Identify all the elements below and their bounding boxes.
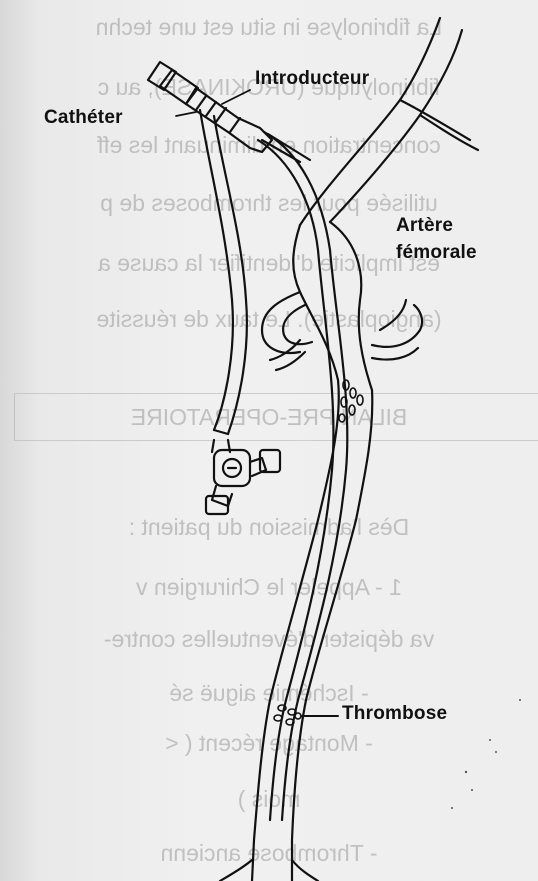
introducer-ridge — [216, 108, 226, 122]
artery-left-loop-2 — [283, 305, 312, 344]
artery-branch-right-2 — [372, 348, 418, 360]
label-femorale: fémorale — [396, 242, 477, 264]
side-tube-a — [200, 110, 233, 430]
introducer-ridge — [206, 102, 216, 116]
stopcock-arm-right — [250, 458, 266, 476]
artery-branch-right-3 — [380, 300, 406, 330]
label-introducteur: Introducteur — [255, 68, 369, 90]
introducer-ridge — [196, 96, 206, 110]
label-thrombose: Thrombose — [342, 703, 447, 725]
artery-side-branch — [420, 115, 478, 150]
introducer-ridge — [230, 118, 240, 132]
label-catheter: Cathéter — [44, 107, 123, 129]
artery-wall-right — [292, 222, 372, 881]
artery-upper-branch — [300, 18, 440, 225]
scan-speckles — [451, 699, 521, 809]
side-tube-end — [214, 430, 228, 434]
thrombus-upper — [339, 380, 363, 422]
artery-upper-branch-2 — [330, 30, 462, 222]
introducer-body — [186, 88, 272, 152]
leader-catheter — [176, 112, 196, 116]
artery-bottom-fork-2 — [292, 860, 318, 881]
artery-side-branch — [400, 100, 470, 140]
artery-branch-right — [372, 305, 422, 347]
introducer-cap — [148, 62, 176, 90]
label-artere: Artère — [396, 215, 453, 237]
leader-introducteur — [222, 90, 250, 104]
artery-branch-low-left-2 — [276, 352, 305, 370]
artery-bottom-fork — [220, 860, 252, 881]
